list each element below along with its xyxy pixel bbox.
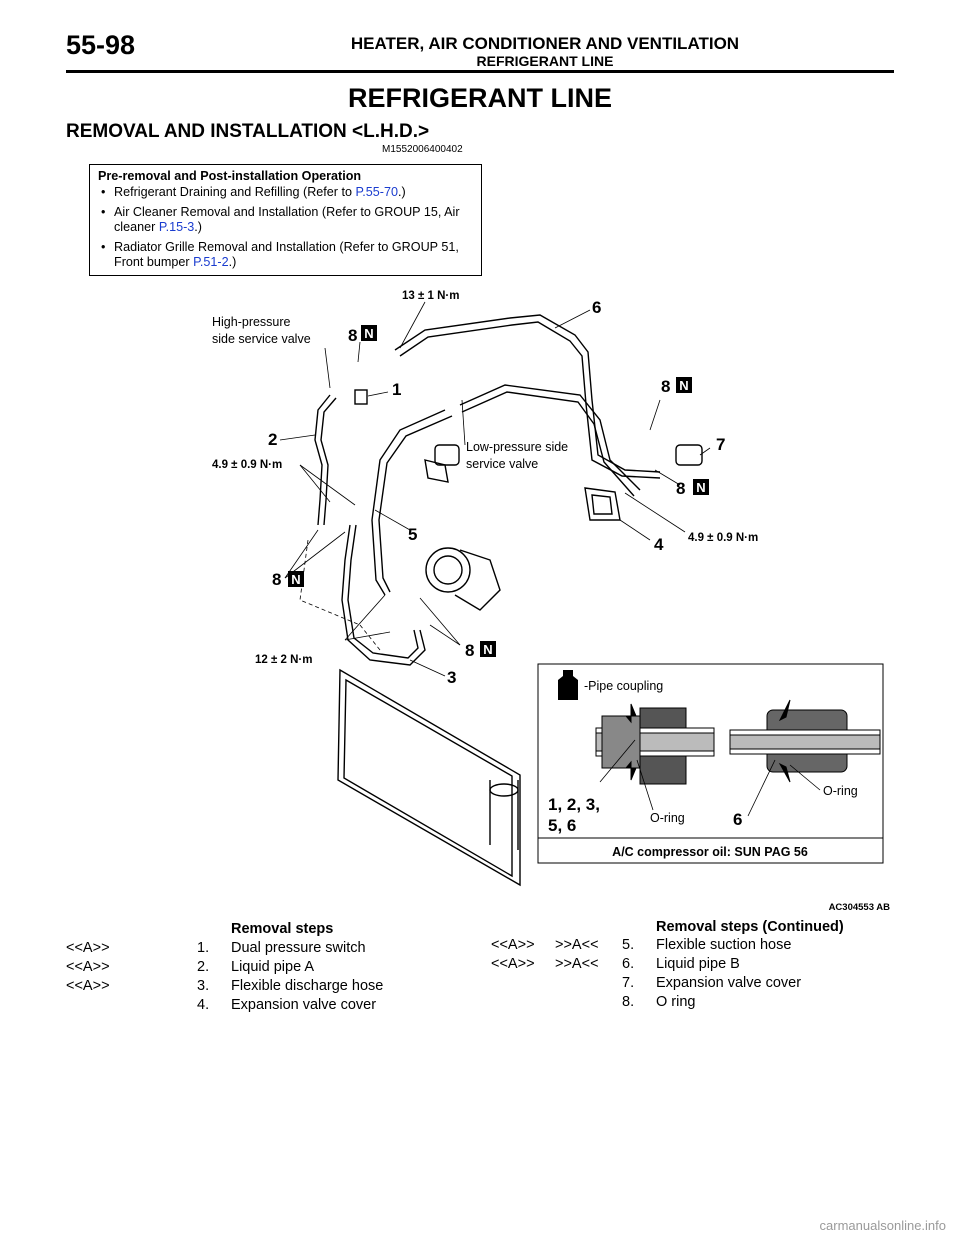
step-number: 4.: [197, 997, 210, 1013]
removal-steps-continued-heading: Removal steps (Continued): [656, 919, 844, 935]
step-number: 3.: [197, 978, 210, 994]
torque-label: 13 ± 1 N·m: [402, 290, 459, 302]
document-code: M1552006400402: [382, 144, 463, 155]
pre-removal-heading: Pre-removal and Post-installation Operat…: [98, 169, 362, 183]
oring-label-right: O-ring: [823, 784, 858, 798]
callout-8: 8: [272, 570, 281, 589]
lp-valve-label: service valve: [466, 457, 538, 471]
step-mark: <<A>>: [491, 956, 535, 972]
callout-4: 4: [654, 535, 664, 554]
coupling-label: -Pipe coupling: [584, 679, 663, 693]
step-number: 7.: [622, 975, 635, 991]
callout-6: 6: [592, 298, 601, 317]
step-label: Expansion valve cover: [656, 975, 802, 991]
pipe-coupling-inset: -Pipe coupling 1, 2, 3, 5, 6 O-ring 6 O-…: [537, 663, 884, 864]
inset-parts-left: 5, 6: [548, 816, 576, 835]
callout-3: 3: [447, 668, 456, 687]
step-number: 5.: [622, 937, 635, 953]
section-title: REFRIGERANT LINE: [476, 53, 614, 69]
pre-removal-item: Air Cleaner Removal and Installation (Re…: [101, 205, 473, 235]
pre-removal-item: Radiator Grille Removal and Installation…: [101, 240, 473, 270]
callout-8: 8: [676, 479, 685, 498]
item-text: Refrigerant Draining and Refilling (Refe…: [114, 185, 356, 199]
n-mark: N: [364, 326, 373, 341]
step-row: <<A>> >>A<< 6. Liquid pipe B: [0, 956, 960, 974]
page-number: 55-98: [66, 30, 136, 60]
coupling-left-drawing: [595, 703, 715, 785]
step-row: 8. O ring: [0, 994, 960, 1012]
step-label: Expansion valve cover: [231, 997, 377, 1013]
pre-removal-box: Pre-removal and Post-installation Operat…: [89, 164, 482, 276]
callout-8: 8: [348, 326, 357, 345]
n-mark: N: [483, 642, 492, 657]
step-label: Flexible suction hose: [656, 937, 792, 953]
torque-label: 4.9 ± 0.9 N·m: [688, 532, 758, 544]
torque-label: 4.9 ± 0.9 N·m: [212, 459, 282, 471]
hp-valve-label: side service valve: [212, 332, 311, 346]
step-row: 7. Expansion valve cover: [0, 975, 960, 993]
item-tail: .): [194, 220, 202, 234]
figure-id: AC304553 AB: [829, 902, 891, 913]
step-row: <<A>> 3. Flexible discharge hose: [0, 978, 480, 996]
step-label: Liquid pipe A: [231, 959, 315, 975]
leader-lines: [279, 301, 711, 677]
item-tail: .): [228, 255, 237, 269]
procedure-title: REMOVAL AND INSTALLATION <L.H.D.>: [66, 121, 430, 142]
callout-1: 1: [392, 380, 401, 399]
step-mark: <<A>>: [491, 937, 535, 953]
step-row: <<A>> 2. Liquid pipe A: [0, 959, 480, 977]
n-marks: N N N N N: [288, 325, 709, 657]
step-mark: <<A>>: [66, 959, 110, 975]
refrigerant-line-diagram: 13 ± 1 N·m 4.9 ± 0.9 N·m 4.9 ± 0.9 N·m 1…: [212, 290, 891, 913]
torque-label: 12 ± 2 N·m: [255, 654, 312, 666]
step-number: 6.: [622, 956, 635, 972]
step-number: 2.: [197, 959, 210, 975]
removal-steps-heading: Removal steps: [231, 921, 334, 937]
coupling-right-drawing: [729, 699, 881, 783]
callout-5: 5: [408, 525, 417, 544]
step-number: 1.: [197, 940, 210, 956]
n-mark: N: [679, 378, 688, 393]
step-mark: <<A>>: [66, 978, 110, 994]
step-row: <<A>> 1. Dual pressure switch: [0, 940, 480, 958]
inset-footer: A/C compressor oil: SUN PAG 56: [612, 845, 808, 859]
step-mark: <<A>>: [66, 940, 110, 956]
page-reference-link[interactable]: P.51-2: [193, 255, 229, 269]
page-title: REFRIGERANT LINE: [347, 83, 612, 113]
inset-part-right: 6: [733, 810, 742, 829]
oring-label-left: O-ring: [650, 811, 685, 825]
callout-2: 2: [268, 430, 277, 449]
oil-can-icon: [558, 670, 578, 700]
pipe-drawing: [299, 314, 703, 887]
step-label: Flexible discharge hose: [231, 978, 384, 994]
n-mark: N: [291, 572, 300, 587]
callout-8: 8: [661, 377, 670, 396]
step-row: <<A>> >>A<< 5. Flexible suction hose: [0, 937, 960, 955]
callout-7: 7: [716, 435, 725, 454]
header-rule: [66, 70, 894, 73]
page-reference-link[interactable]: P.15-3: [158, 220, 195, 234]
item-text: Radiator Grille Removal and Installation…: [114, 240, 459, 269]
step-label: Liquid pipe B: [656, 956, 740, 972]
step-mark-install: >>A<<: [555, 956, 599, 972]
step-number: 8.: [622, 994, 635, 1010]
hp-valve-label: High-pressure: [212, 315, 291, 329]
step-label: Dual pressure switch: [231, 940, 366, 956]
item-tail: .): [398, 185, 406, 199]
n-mark: N: [696, 480, 705, 495]
step-row: 4. Expansion valve cover: [0, 997, 480, 1015]
callout-8: 8: [465, 641, 474, 660]
page-reference-link[interactable]: P.55-70: [355, 185, 399, 199]
pre-removal-item: Refrigerant Draining and Refilling (Refe…: [101, 185, 473, 200]
step-label: O ring: [656, 994, 696, 1010]
step-mark-install: >>A<<: [555, 937, 599, 953]
chapter-title: HEATER, AIR CONDITIONER AND VENTILATION: [350, 34, 740, 53]
item-text: Air Cleaner Removal and Installation (Re…: [114, 205, 460, 234]
inset-parts-left: 1, 2, 3,: [548, 795, 600, 814]
watermark: carmanualsonline.info: [819, 1218, 946, 1233]
lp-valve-label: Low-pressure side: [466, 440, 568, 454]
